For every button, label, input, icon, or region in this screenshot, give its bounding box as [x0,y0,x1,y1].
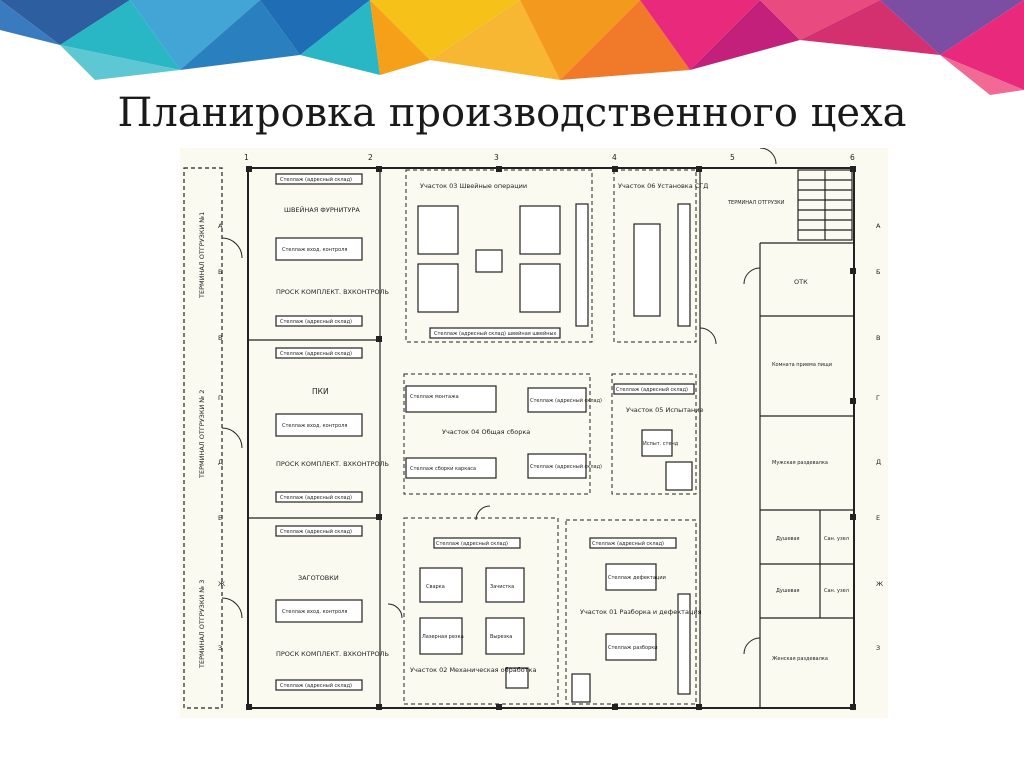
decorative-banner [0,0,1024,95]
axis-top-3: 3 [494,153,499,162]
terminal-right-label: ТЕРМИНАЛ ОТГРУЗКИ [727,200,785,206]
svarka-label: Сварка [426,584,445,590]
zone-u01: Участок 01 Разборка и дефектация [580,608,702,616]
axis-right-z: З [876,644,880,652]
axis-top-6: 6 [850,153,855,162]
axis-left-e: Е [218,514,222,522]
vyrezka-label: Вырезка [490,634,512,640]
stellazh-1: Стеллаж (адресный склад) [280,176,352,183]
terminal-1-label: ТЕРМИНАЛ ОТГРУЗКИ №1 [198,212,206,299]
stellazh-adres-u04b: Стеллаж (адресный склад) [530,463,602,470]
zone-sanuzel2: Сан. узел [824,588,849,594]
stellazh-vhod-2: Стеллаж вход. контроля [282,423,347,429]
axis-top-2: 2 [368,153,373,162]
zone-u05: Участок 05 Испытание [626,406,704,414]
stellazh-u02: Стеллаж (адресный склад) [436,540,508,547]
axis-left-d: Д [218,458,223,466]
stellazh-3: Стеллаж (адресный склад) [280,350,352,357]
axis-left-zh: Ж [218,580,225,588]
zone-shveinaya: ШВЕЙНАЯ ФУРНИТУРА [284,205,360,214]
stellazh-razborki: Стеллаж разборки [608,645,658,651]
stellazh-vhod-3: Стеллаж вход. контроля [282,609,347,615]
lazer-label: Лазерная резка [422,634,464,640]
zone-u06: Участок 06 Установка СГД [618,182,708,190]
axis-left-b: Б [218,268,222,276]
stellazh-sborki: Стеллаж сборки каркаса [410,466,476,472]
zone-u04: Участок 04 Общая сборка [442,428,530,436]
stellazh-6: Стеллаж (адресный склад) [280,682,352,689]
stend-label: Испыт. стенд [643,441,679,447]
axis-left-z: З [218,644,222,652]
slide-title: Планировка производственного цеха [117,90,907,136]
stellazh-u01: Стеллаж (адресный склад) [592,540,664,547]
axis-right-a: А [876,222,881,230]
zone-wc2: Душевая [776,588,800,594]
stellazh-4: Стеллаж (адресный склад) [280,494,352,501]
axis-top-4: 4 [612,153,617,162]
zone-women: Женская раздевалка [772,656,828,662]
zone-proskomp-2: ПРОСК КОМПЛЕКТ. ВХКОНТРОЛЬ [276,460,389,468]
stellazh-defekt: Стеллаж дефектации [608,575,666,581]
axis-right-e: Е [876,514,880,522]
zone-zagotovki: ЗАГОТОВКИ [298,574,339,582]
stellazh-5: Стеллаж (адресный склад) [280,528,352,535]
axis-right-b: Б [876,268,880,276]
axis-top-5: 5 [730,153,735,162]
zone-proskomp-1: ПРОСК КОМПЛЕКТ. ВХКОНТРОЛЬ [276,288,389,296]
zone-proskomp-3: ПРОСК КОМПЛЕКТ. ВХКОНТРОЛЬ [276,650,389,658]
zone-otk: ОТК [794,278,808,286]
stellazh-montazh: Стеллаж монтажа [410,394,459,400]
axis-left-g: Г [218,394,222,402]
stellazh-sgd: Стеллаж (адресный склад) [616,386,688,393]
axis-right-v: В [876,334,880,342]
axis-right-zh: Ж [876,580,883,588]
zone-pki: ПКИ [312,387,329,396]
axis-top-1: 1 [244,153,249,162]
stellazh-2: Стеллаж (адресный склад) [280,318,352,325]
stellazh-vhod-1: Стеллаж вход. контроля [282,247,347,253]
terminal-2-label: ТЕРМИНАЛ ОТГРУЗКИ № 2 [198,390,206,479]
axis-right-d: Д [876,458,881,466]
zone-sanuzel: Сан. узел [824,536,849,542]
axis-right-g: Г [876,394,880,402]
stellazh-adres-u04: Стеллаж (адресный склад) [530,397,602,404]
zone-u02: Участок 02 Механическая обработка [410,666,536,674]
floor-plan-drawing: 1 2 3 4 5 6 А Б В Г Д Е Ж З А Б В Г Д Е … [183,148,883,710]
axis-left-a: А [218,222,223,230]
terminal-3-label: ТЕРМИНАЛ ОТГРУЗКИ № 3 [198,580,206,669]
stellazh-shvei: Стеллаж (адресный склад) швейная швейных [434,330,556,337]
zone-wc1: Душевая [776,536,800,542]
floor-plan: 1 2 3 4 5 6 А Б В Г Д Е Ж З А Б В Г Д Е … [180,148,888,718]
zachistka-label: Зачистка [490,584,514,590]
zone-u03: Участок 03 Швейные операции [420,182,527,190]
zone-men: Мужская раздевалка [772,460,828,466]
axis-left-v: В [218,334,222,342]
zone-room: Комната приема пищи [772,362,832,368]
